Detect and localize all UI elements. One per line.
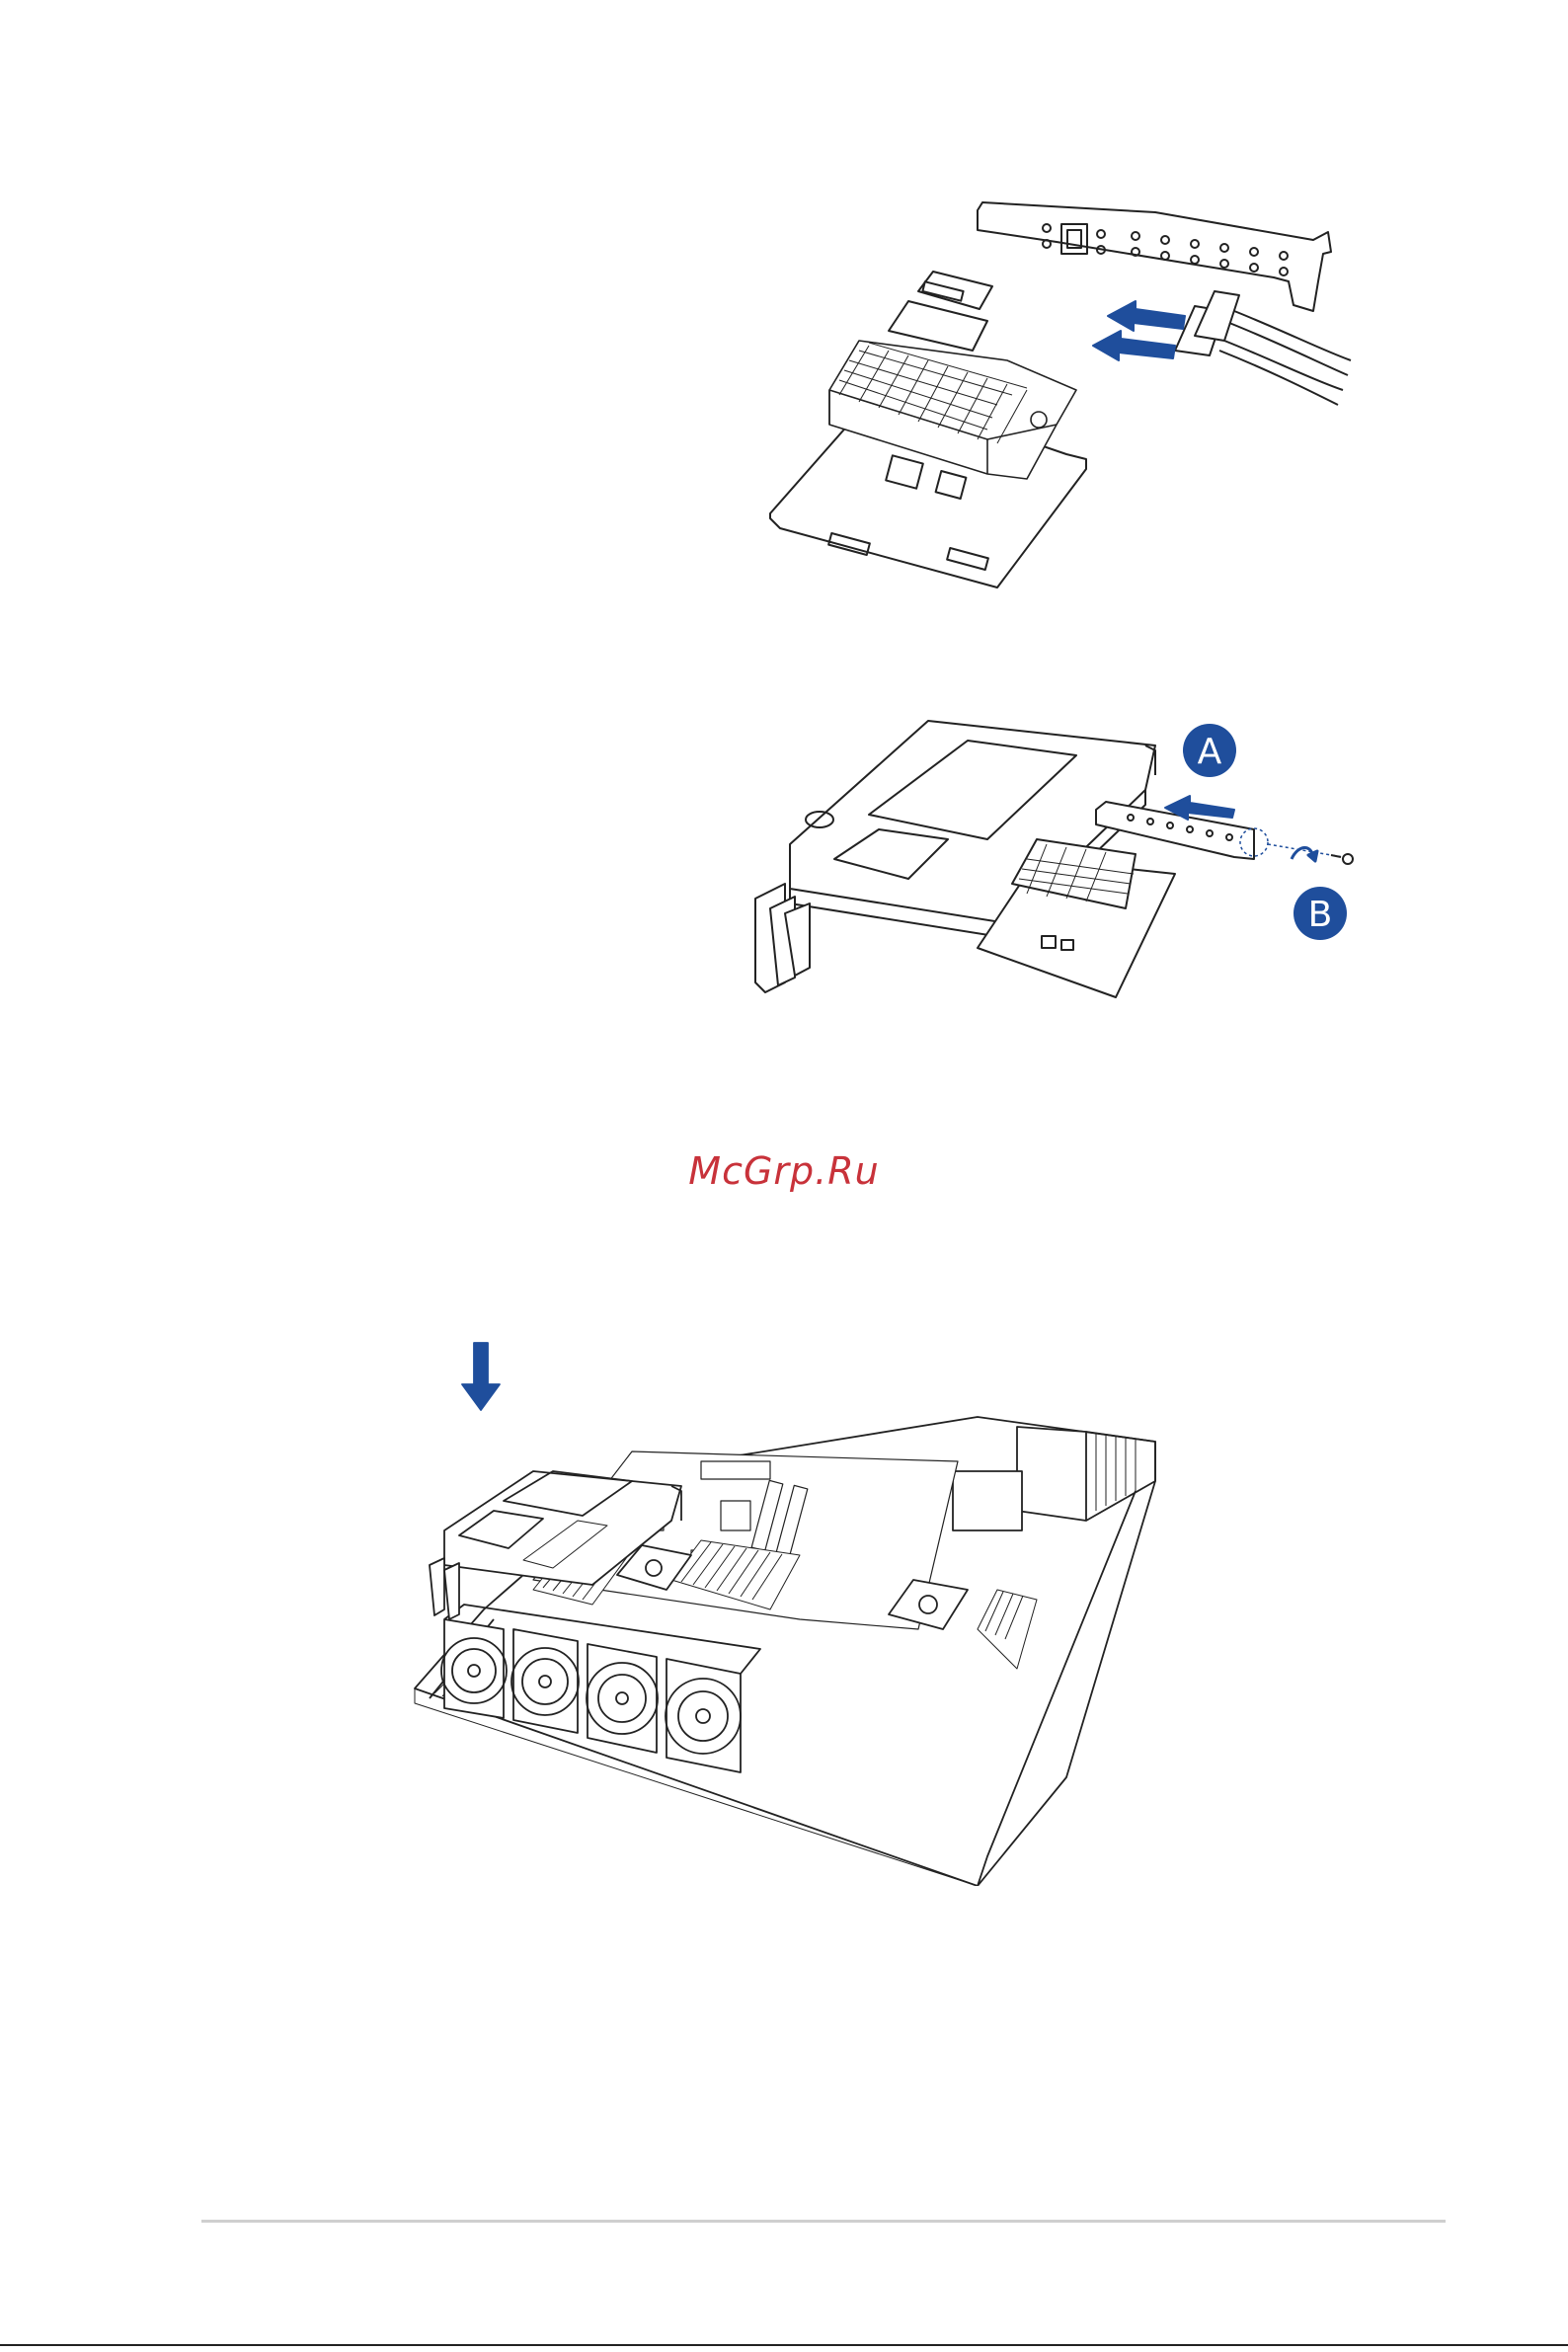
callout-a: A (1183, 724, 1236, 777)
screw-icon (1331, 854, 1353, 864)
callout-a-label: A (1198, 732, 1222, 772)
card-bracket (978, 202, 1331, 311)
screw-location (1240, 828, 1343, 857)
card-connectors (889, 272, 992, 351)
figure-card-cable-connection (760, 193, 1353, 607)
cable-plugs (1175, 291, 1351, 405)
watermark: McGrp.Ru (0, 1149, 1568, 1193)
figure-riser-card-install: A B (741, 711, 1382, 1007)
lower-arrow (462, 1343, 500, 1410)
figure-chassis-riser-install (405, 1323, 1165, 1886)
rotate-icon (1292, 847, 1317, 861)
callout-b-label: B (1308, 895, 1333, 935)
footer-divider (201, 2220, 1446, 2223)
insert-arrows (1093, 301, 1185, 360)
page-bottom-edge (0, 2344, 1568, 2346)
callout-b: B (1294, 887, 1347, 940)
